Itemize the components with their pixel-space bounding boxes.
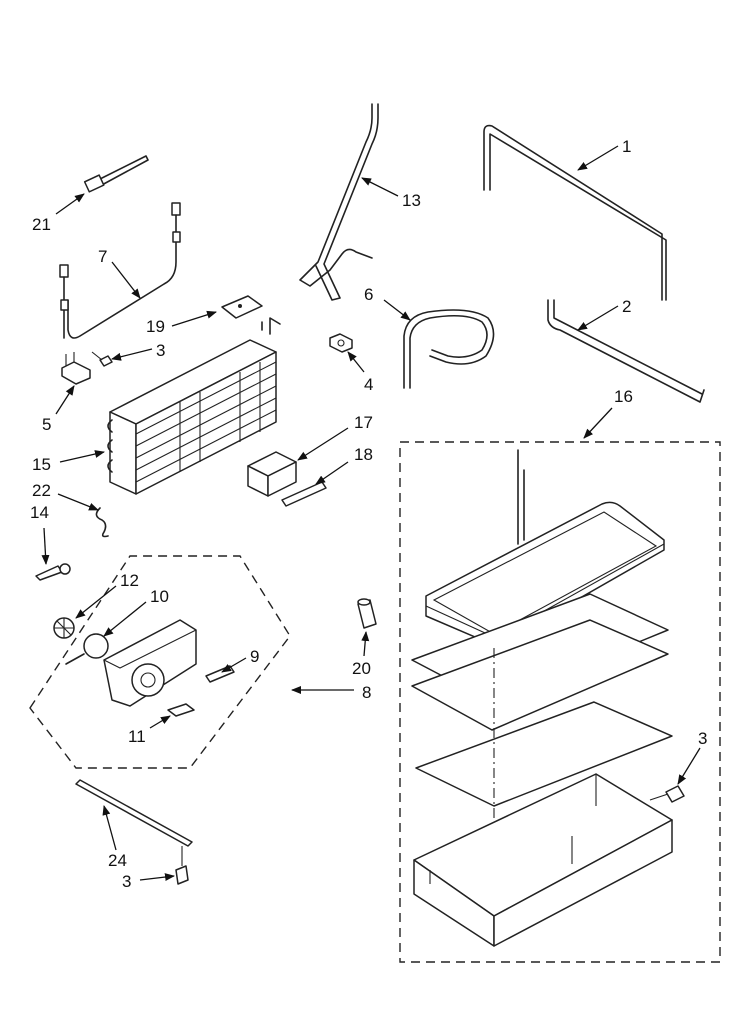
part-12-fan-blade (53, 617, 75, 639)
callout-18: 18 (354, 445, 373, 464)
part-9-bracket (205, 665, 235, 683)
part-24-strip (75, 779, 193, 847)
part-6-tube (403, 309, 495, 389)
leader-lines (41, 145, 701, 882)
callout-3-upper: 3 (156, 341, 165, 360)
part-5-bracket (61, 352, 91, 385)
part-21-cable-tie (83, 155, 149, 193)
callout-21: 21 (32, 215, 51, 234)
drain-tube (517, 449, 525, 545)
callout-7: 7 (98, 247, 107, 266)
callout-8: 8 (362, 683, 371, 702)
drain-pan-base (413, 773, 673, 947)
part-1-tube (483, 124, 667, 301)
part-19-plate (221, 295, 263, 319)
callout-9: 9 (250, 647, 259, 666)
callout-11: 11 (128, 727, 146, 746)
callout-4: 4 (364, 375, 373, 394)
part-18-plate (281, 481, 327, 507)
callout-3-lower: 3 (122, 872, 131, 891)
part-3-screw-b (175, 846, 189, 885)
insulation-sheet-2 (411, 619, 669, 731)
part-2-tube (547, 299, 705, 403)
part-7-wire-harness (59, 202, 181, 339)
part-14-sensor (35, 563, 71, 581)
insulation-sheet-3 (415, 701, 673, 807)
part-10-motor (65, 633, 109, 665)
callout-6: 6 (364, 285, 373, 304)
callout-10: 10 (150, 587, 169, 606)
callout-22: 22 (32, 481, 51, 500)
part-17-bracket (247, 451, 297, 497)
part-4-clip (329, 333, 353, 353)
callout-13: 13 (402, 191, 421, 210)
callout-5: 5 (42, 415, 51, 434)
callout-1: 1 (622, 137, 631, 156)
callout-20: 20 (352, 659, 371, 678)
part-3-screw-c (649, 785, 685, 803)
part-13-tube (299, 103, 379, 301)
callout-24: 24 (108, 851, 127, 870)
part-20-spacer (357, 598, 377, 629)
callout-14: 14 (30, 503, 49, 522)
part-15-evaporator (107, 317, 281, 495)
part-22-hook (95, 507, 109, 538)
part-11-clip (167, 703, 195, 717)
callout-15: 15 (32, 455, 51, 474)
part-3-screw-a (91, 351, 113, 367)
callout-3-pan: 3 (698, 729, 707, 748)
callout-17: 17 (354, 413, 373, 432)
callout-16: 16 (614, 387, 633, 406)
callout-2: 2 (622, 297, 631, 316)
callout-19: 19 (146, 317, 165, 336)
fan-housing (103, 619, 197, 707)
callout-12: 12 (120, 571, 139, 590)
part-8-fan-assembly-outline (29, 555, 291, 769)
